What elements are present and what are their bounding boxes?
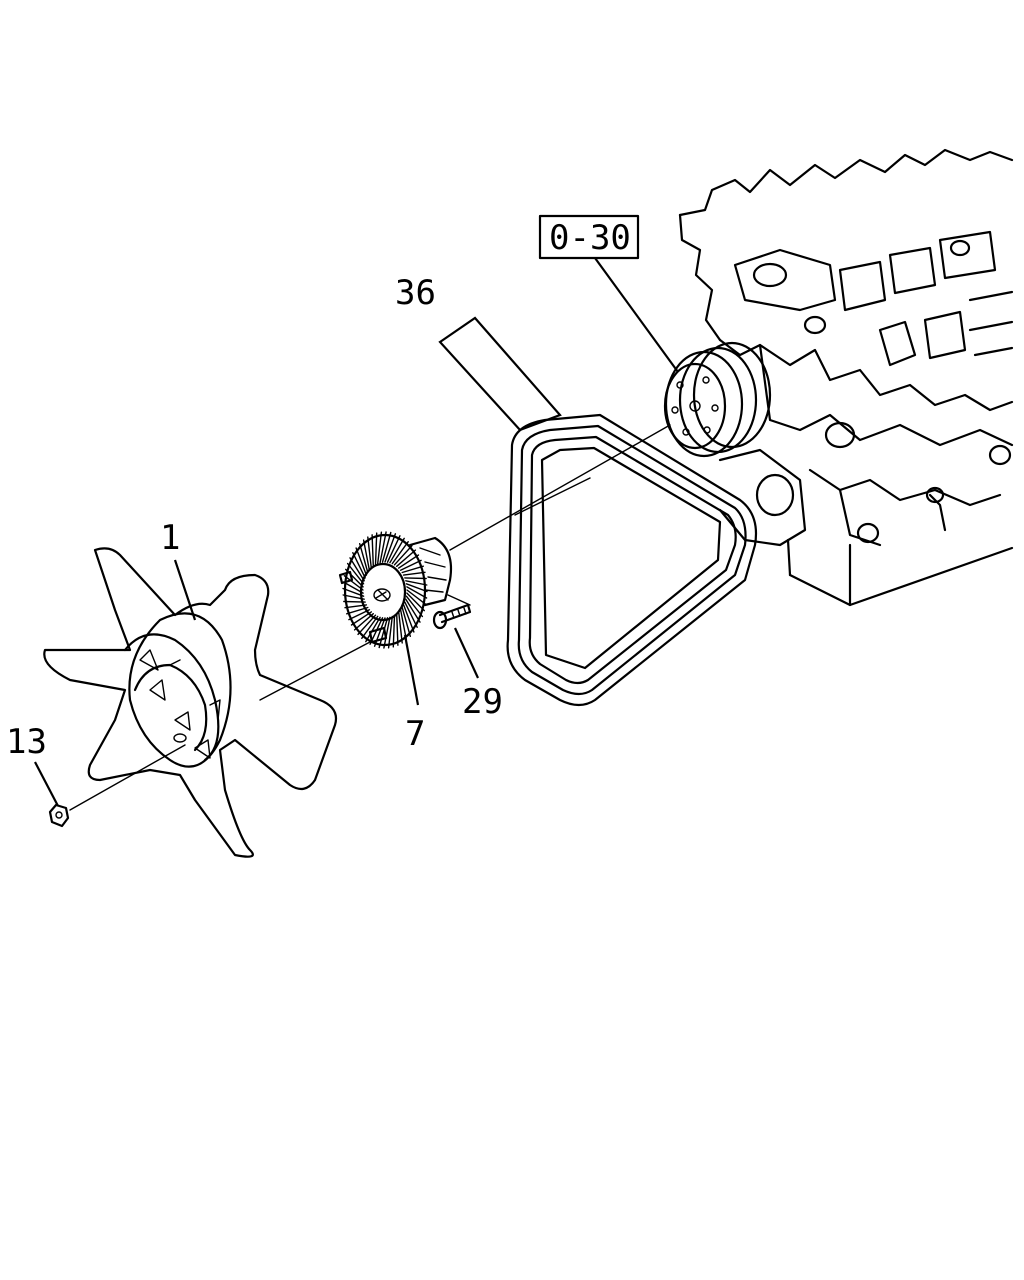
cooling-fan xyxy=(43,547,338,858)
callout-belt: 36 xyxy=(395,273,436,313)
clutch-fin xyxy=(384,533,397,563)
clutch-fin xyxy=(357,614,377,636)
fan-clutch xyxy=(342,531,453,649)
clutch-studs xyxy=(338,570,388,644)
clutch-fin xyxy=(405,595,424,618)
crankshaft-pulley xyxy=(663,341,772,458)
clutch-fin xyxy=(404,601,418,628)
clutch-fin xyxy=(353,613,374,631)
clutch-fin xyxy=(398,611,403,644)
clutch-fin xyxy=(406,592,425,612)
clutch-fin xyxy=(378,617,389,649)
clutch-fin xyxy=(398,554,420,569)
clutch-fin xyxy=(405,583,428,593)
clutch-fin xyxy=(359,543,369,574)
clutch-fin xyxy=(399,559,422,571)
clutch-fin xyxy=(401,565,424,574)
clutch-fin xyxy=(396,549,417,567)
callout-clutch: 7 xyxy=(405,714,425,754)
clutch-fin xyxy=(352,552,366,579)
clutch-fin xyxy=(399,609,408,641)
clutch-fin xyxy=(379,531,387,564)
clutch-fin xyxy=(401,606,411,637)
clutch-fin xyxy=(383,616,391,649)
reference-box xyxy=(538,214,640,260)
engine-block xyxy=(678,148,1014,607)
clutch-fin xyxy=(404,577,427,580)
callout-leaders xyxy=(34,257,679,807)
clutch-fin xyxy=(362,539,371,571)
callout-ref-box: 0-30 xyxy=(549,218,631,258)
clutch-fin xyxy=(406,589,427,605)
clutch-fin xyxy=(391,541,409,565)
bolt xyxy=(432,603,472,630)
clutch-fin xyxy=(374,532,378,566)
clutch-fin xyxy=(406,586,428,599)
clutch-fin xyxy=(346,562,365,585)
clutch-fin xyxy=(392,614,396,648)
nut xyxy=(48,803,70,828)
clutch-fin xyxy=(386,535,401,563)
assembly-lines xyxy=(69,424,671,811)
clutch-fin xyxy=(405,580,428,586)
clutch-fin xyxy=(402,571,426,576)
clutch-fin xyxy=(343,575,364,591)
clutch-fin xyxy=(365,616,381,643)
clutch-fin xyxy=(349,557,365,582)
clutch-fin xyxy=(361,615,379,639)
callout-nut: 13 xyxy=(6,722,47,762)
clutch-fin xyxy=(342,581,364,594)
clutch-fin xyxy=(405,598,421,623)
clutch-fin xyxy=(377,531,383,565)
clutch-fin xyxy=(355,547,368,576)
clutch-fin xyxy=(371,534,374,567)
clutch-fin xyxy=(387,615,393,649)
clutch-fin xyxy=(367,536,372,569)
v-belt xyxy=(506,413,758,707)
clutch-fin xyxy=(396,613,399,646)
callout-bolt: 29 xyxy=(462,682,503,722)
clutch-fin xyxy=(389,537,405,564)
clutch-fin xyxy=(402,604,415,633)
callout-fan: 1 xyxy=(160,518,180,558)
clutch-fin xyxy=(393,544,413,566)
clutch-fin xyxy=(381,531,392,563)
